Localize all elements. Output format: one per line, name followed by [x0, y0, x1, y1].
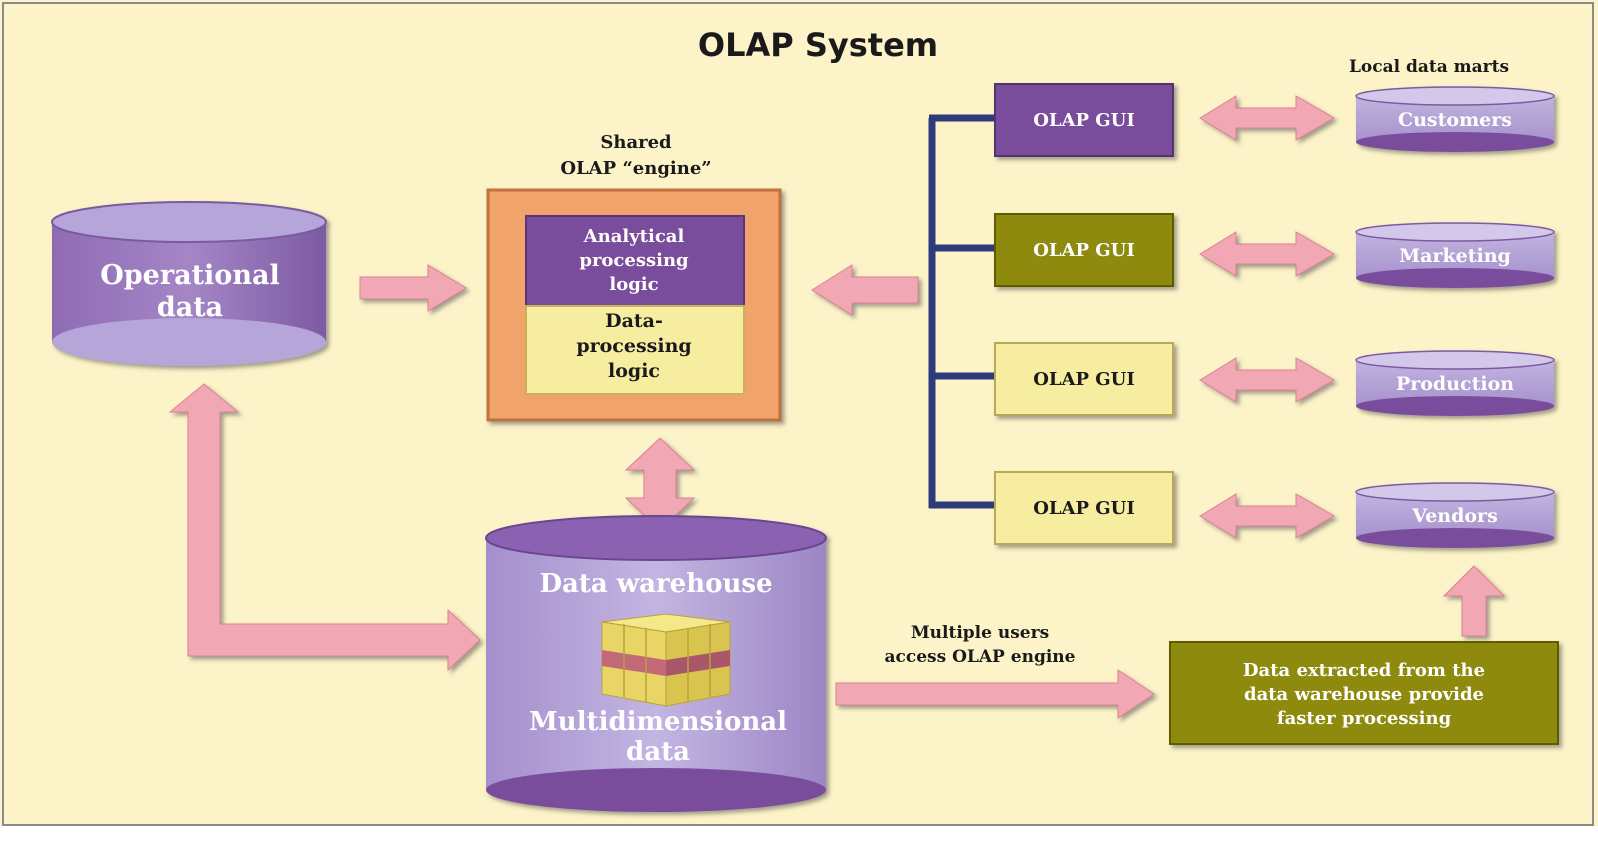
multi-users-caption-2: access OLAP engine — [885, 647, 1076, 667]
analytical-logic-line3: logic — [609, 274, 658, 295]
extracted-line-2: data warehouse provide — [1244, 684, 1484, 705]
operational-data-label-2: data — [157, 292, 223, 323]
arrow-gui-mart-3 — [1199, 357, 1335, 403]
arrow-warehouse-to-extracted — [835, 669, 1155, 719]
extracted-line-1: Data extracted from the — [1243, 660, 1485, 681]
arrow-extracted-to-vendors — [1442, 565, 1506, 637]
multi-users-caption-1: Multiple users — [911, 623, 1049, 643]
arrow-gui-mart-4 — [1199, 493, 1335, 539]
local-marts-heading: Local data marts — [1349, 57, 1509, 77]
data-cube-icon — [601, 613, 731, 707]
gui-connector-bracket — [928, 114, 994, 509]
data-mart-production — [1355, 350, 1555, 416]
mart-label-customers: Customers — [1398, 109, 1512, 131]
operational-data-label-1: Operational — [100, 260, 279, 291]
arrow-operational-warehouse — [168, 383, 481, 672]
gui-box-4 — [994, 471, 1174, 545]
engine-caption-line2: OLAP “engine” — [560, 158, 711, 179]
warehouse-top-label: Data warehouse — [539, 569, 772, 599]
analytical-logic-line2: processing — [579, 250, 689, 271]
data-logic-line3: logic — [608, 360, 660, 382]
data-warehouse-cylinder — [485, 515, 827, 812]
arrow-gui-mart-2 — [1199, 231, 1335, 277]
mart-label-marketing: Marketing — [1399, 245, 1511, 267]
gui-label-4: OLAP GUI — [1033, 498, 1135, 519]
warehouse-bottom-label-2: data — [626, 737, 690, 767]
gui-box-3 — [994, 342, 1174, 416]
bottom-band — [0, 826, 1598, 847]
mart-label-production: Production — [1396, 373, 1514, 395]
analytical-logic-line1: Analytical — [583, 226, 685, 247]
data-mart-marketing — [1355, 222, 1555, 288]
diagram-title: OLAP System — [698, 26, 938, 64]
mart-label-vendors: Vendors — [1411, 505, 1498, 527]
olap-engine-box — [486, 188, 782, 422]
gui-box-2 — [994, 213, 1174, 287]
warehouse-bottom-label-1: Multidimensional — [529, 707, 787, 737]
data-logic-line2: processing — [576, 335, 691, 357]
data-mart-customers — [1355, 86, 1555, 152]
arrow-operational-to-engine — [359, 264, 467, 312]
operational-data-cylinder — [51, 201, 327, 366]
arrow-gui-mart-1 — [1199, 95, 1335, 141]
data-logic-line1: Data- — [605, 310, 663, 332]
gui-box-1 — [994, 83, 1174, 157]
data-mart-vendors — [1355, 482, 1555, 548]
gui-label-1: OLAP GUI — [1033, 110, 1135, 131]
extracted-line-3: faster processing — [1277, 708, 1452, 729]
engine-caption-line1: Shared — [600, 132, 672, 153]
gui-label-3: OLAP GUI — [1033, 369, 1135, 390]
gui-label-2: OLAP GUI — [1033, 240, 1135, 261]
extracted-data-box — [1169, 641, 1559, 745]
arrow-users-to-engine — [811, 264, 919, 316]
